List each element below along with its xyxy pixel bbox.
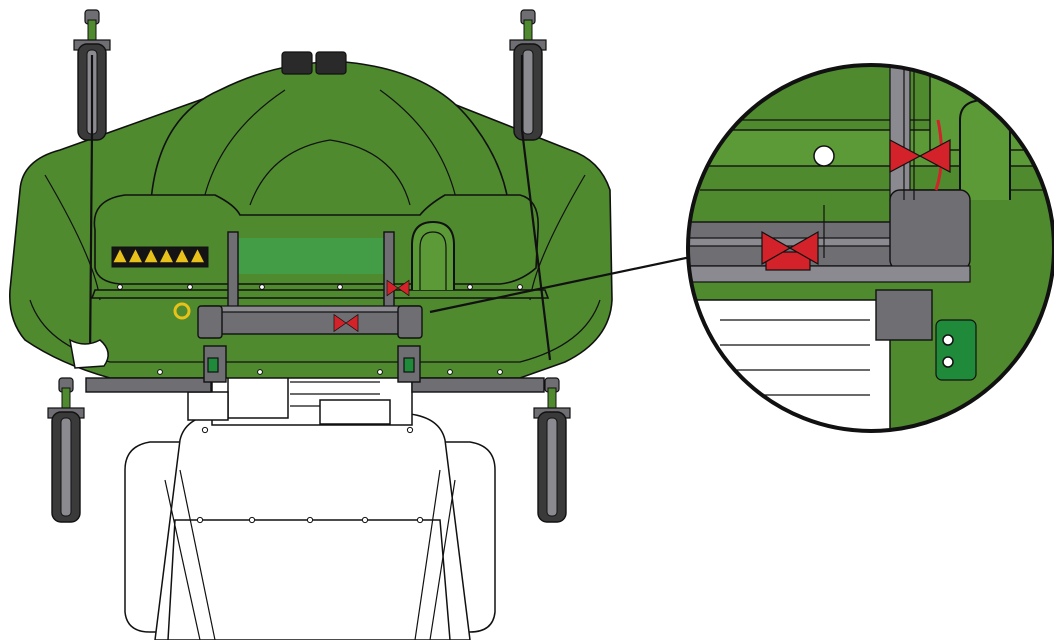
- decal-icon: [175, 249, 189, 263]
- deck-highlight-panel: [238, 238, 386, 274]
- deck-bolt: [117, 284, 123, 290]
- detail-housing-lines: [720, 319, 870, 396]
- deck-bolt: [259, 284, 265, 290]
- hitch-bracket: [319, 399, 391, 425]
- detail-latch-marker-upper: [889, 139, 951, 173]
- detail-gray-block: [875, 289, 933, 341]
- decal-icon: [144, 249, 158, 263]
- warning-decal-strip: [111, 246, 209, 268]
- detail-border: [686, 63, 1054, 433]
- decal-warning-triangle-icon: [175, 249, 189, 263]
- detail-crossbar-stripe: [688, 237, 897, 247]
- detail-crossbar-end: [889, 189, 971, 271]
- detail-leader-line: [429, 253, 701, 314]
- tractor-frame-left: [164, 479, 201, 640]
- deck-belt-cover-line: [90, 289, 550, 299]
- detail-vertical-post: [889, 65, 911, 201]
- lift-post-right: [383, 231, 395, 313]
- caster-stem: [61, 387, 71, 411]
- caster-hub: [60, 417, 72, 517]
- detail-green-fitting: [935, 319, 977, 381]
- front-left-caster-wheel: [47, 377, 85, 523]
- detail-bracket-plate: [689, 265, 971, 283]
- warning-decal: [111, 246, 209, 268]
- caster-hub: [522, 49, 534, 135]
- hitch-pin-ring: [173, 302, 191, 320]
- deck-bolt: [187, 284, 193, 290]
- decal-icon: [160, 249, 173, 263]
- deck-lift-arch-inner: [419, 231, 447, 290]
- deck-bolt: [157, 369, 163, 375]
- deck-bolt: [377, 369, 383, 375]
- caster-stem: [547, 387, 557, 411]
- magnified-detail: [686, 63, 1054, 433]
- mower-deck: [8, 51, 613, 379]
- deck-bolt: [497, 369, 503, 375]
- deck-bolt: [447, 369, 453, 375]
- front-roller-bar-left: [85, 377, 212, 393]
- caster-hub: [546, 417, 558, 517]
- deck-top-vent-right: [315, 51, 347, 75]
- front-right-caster-wheel: [533, 377, 571, 523]
- seat-bolt: [201, 426, 209, 434]
- lift-post-left: [227, 231, 239, 313]
- warning-decal-icons: [113, 249, 204, 263]
- front-roller-bar-right: [411, 377, 545, 393]
- seat-bolt: [416, 516, 424, 524]
- main-markers: [333, 279, 410, 333]
- decal-warning-triangle-icon: [144, 249, 158, 263]
- decal-warning-triangle-icon: [191, 249, 204, 263]
- tractor-rail-right: [414, 469, 441, 640]
- seat-bolts: [196, 426, 424, 524]
- tractor-frame-right: [429, 479, 456, 640]
- fitting-left: [207, 357, 219, 373]
- deck-latch-marker: [333, 313, 359, 333]
- deck-dome-ridge-3: [249, 139, 411, 206]
- tractor-seat-panel: [167, 519, 451, 640]
- deck-bolts: [117, 284, 523, 375]
- deck-bolt: [337, 284, 343, 290]
- caster-stem: [87, 19, 97, 43]
- deck-bolt: [467, 284, 473, 290]
- hitch-crossbar-end-left: [197, 305, 223, 339]
- deck-bolt: [517, 284, 523, 290]
- decal-icon: [191, 249, 204, 263]
- seat-bolt: [406, 426, 414, 434]
- rear-left-rod: [88, 55, 94, 361]
- deck-lift-arch: [411, 220, 455, 290]
- seat-bolt: [361, 516, 369, 524]
- deck-bolt: [257, 369, 263, 375]
- detail-knob: [813, 145, 835, 167]
- fitting-right: [403, 357, 415, 373]
- seat-bolt: [306, 516, 314, 524]
- deck-front-lip: [29, 299, 601, 363]
- rear-right-caster-wheel: [509, 9, 547, 141]
- caster-stem: [523, 19, 533, 43]
- hitch-crossbar-end-right: [397, 305, 423, 339]
- hitch-crossbar: [203, 309, 421, 335]
- deck-frame: [85, 305, 545, 393]
- seat-bolt: [248, 516, 256, 524]
- tractor-rail-left: [179, 469, 216, 640]
- rear-left-link: [68, 338, 109, 369]
- rear-right-rod: [520, 55, 552, 361]
- deck-lift-marker: [386, 279, 410, 297]
- caster-rods: [68, 55, 552, 369]
- decal-icon: [113, 249, 127, 263]
- detail-fitting-hole-2: [942, 356, 954, 368]
- detail-fitting-hole-1: [942, 334, 954, 346]
- hitch-crossbar-top: [203, 305, 421, 313]
- decal-warning-triangle-icon: [160, 249, 173, 263]
- decal-warning-triangle-icon: [113, 249, 127, 263]
- decal-warning-triangle-icon: [129, 249, 142, 263]
- gearbox: [187, 391, 229, 421]
- detail-arch-part: [959, 98, 1011, 200]
- decal-icon: [129, 249, 142, 263]
- deck-top-vent-left: [281, 51, 313, 75]
- detail-latch-marker-lower: [761, 230, 819, 266]
- seat-bolt: [196, 516, 204, 524]
- tractor-body: [124, 413, 496, 640]
